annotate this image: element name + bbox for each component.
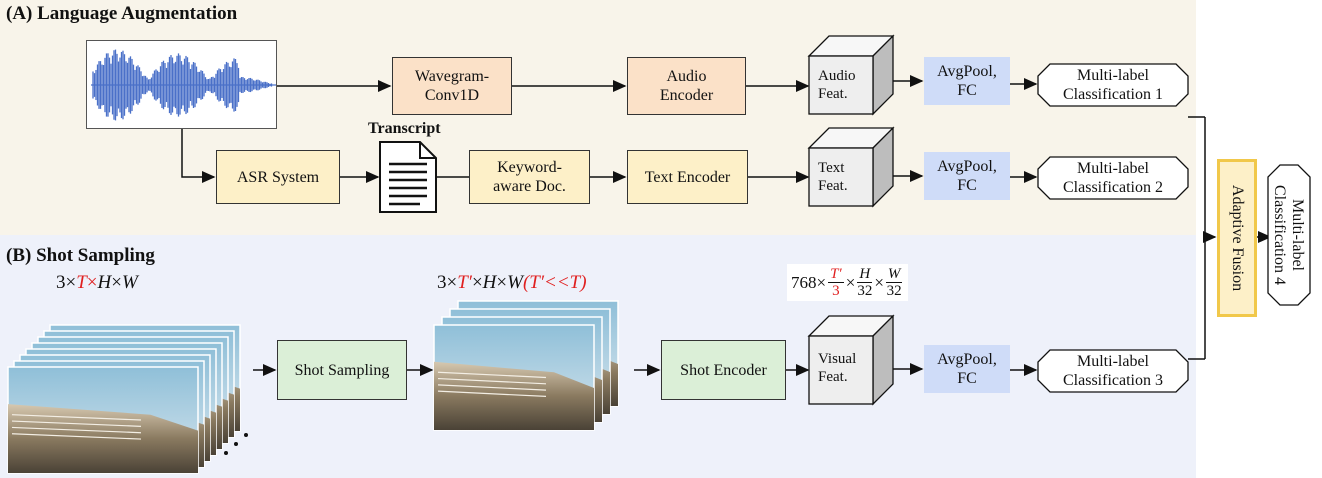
audio-avgpool-fc-block: AvgPool, FC bbox=[924, 57, 1010, 105]
text-feat-cube bbox=[807, 126, 895, 208]
visual-feat-label: Visual Feat. bbox=[818, 351, 857, 385]
waveform-icon bbox=[91, 49, 276, 121]
output-4-text: Multi-label Classification 4 bbox=[1271, 185, 1306, 285]
document-icon bbox=[379, 141, 437, 213]
audio-feat-label: Audio Feat. bbox=[818, 68, 856, 102]
output-3-text: Multi-label Classification 3 bbox=[1063, 353, 1163, 389]
video-frame-stack-input bbox=[7, 324, 241, 474]
shot-encoder-block: Shot Encoder bbox=[661, 340, 786, 400]
asr-system-block: ASR System bbox=[216, 150, 340, 204]
text-feat-label: Text Feat. bbox=[818, 160, 848, 194]
wavegram-conv1d-block: Wavegram- Conv1D bbox=[392, 57, 512, 115]
video-frame-stack-sampled bbox=[433, 300, 619, 431]
transcript-label: Transcript bbox=[368, 120, 441, 137]
video-frame bbox=[433, 324, 595, 431]
text-avgpool-fc-block: AvgPool, FC bbox=[924, 152, 1010, 200]
section-a-title: (A) Language Augmentation bbox=[6, 3, 238, 24]
text-encoder-block: Text Encoder bbox=[627, 150, 748, 204]
waveform-image bbox=[86, 40, 277, 129]
keyword-aware-doc-block: Keyword- aware Doc. bbox=[469, 150, 590, 204]
section-b-title: (B) Shot Sampling bbox=[6, 245, 155, 266]
output-2-text: Multi-label Classification 2 bbox=[1063, 160, 1163, 196]
ellipsis-dots bbox=[224, 433, 248, 455]
visual-avgpool-fc-block: AvgPool, FC bbox=[924, 345, 1010, 393]
sampled-dims-formula: 3×T′×H×W(T′<<T) bbox=[437, 272, 587, 293]
visual-feat-cube bbox=[807, 314, 895, 406]
input-dims-formula: 3×T×H×W bbox=[56, 272, 138, 293]
output-1-text: Multi-label Classification 1 bbox=[1063, 67, 1163, 103]
audio-encoder-block: Audio Encoder bbox=[627, 57, 746, 115]
video-frame bbox=[7, 366, 199, 474]
adaptive-fusion-block: Adaptive Fusion bbox=[1217, 159, 1257, 317]
audio-feat-cube bbox=[807, 34, 895, 116]
shot-sampling-block: Shot Sampling bbox=[277, 340, 407, 400]
